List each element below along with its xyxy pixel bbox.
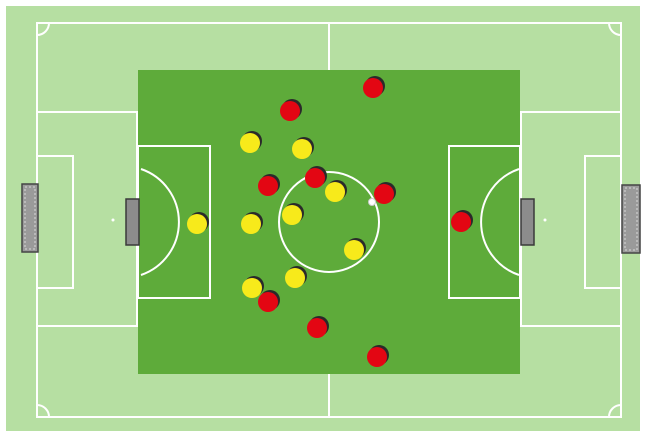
yellow-player-marker[interactable] bbox=[292, 139, 312, 159]
red-player-marker[interactable] bbox=[258, 292, 278, 312]
right-penalty-spot bbox=[544, 219, 547, 222]
yellow-player-marker[interactable] bbox=[242, 278, 262, 298]
red-player-marker[interactable] bbox=[374, 184, 394, 204]
outer-left-goal bbox=[22, 184, 38, 252]
outer-right-goal bbox=[622, 185, 640, 253]
inner-right-goal bbox=[521, 199, 534, 245]
red-player-marker[interactable] bbox=[451, 212, 471, 232]
inner-left-goal bbox=[126, 199, 139, 245]
red-player-marker[interactable] bbox=[367, 347, 387, 367]
red-player-marker[interactable] bbox=[363, 78, 383, 98]
yellow-player-marker[interactable] bbox=[187, 214, 207, 234]
red-player-marker[interactable] bbox=[258, 176, 278, 196]
yellow-player-marker[interactable] bbox=[344, 240, 364, 260]
red-player-marker[interactable] bbox=[307, 318, 327, 338]
red-player-marker[interactable] bbox=[305, 168, 325, 188]
ball[interactable] bbox=[369, 199, 376, 206]
yellow-player-marker[interactable] bbox=[285, 268, 305, 288]
left-penalty-spot bbox=[112, 219, 115, 222]
yellow-player-marker[interactable] bbox=[325, 182, 345, 202]
yellow-player-marker[interactable] bbox=[241, 214, 261, 234]
yellow-player-marker[interactable] bbox=[282, 205, 302, 225]
yellow-player-marker[interactable] bbox=[240, 133, 260, 153]
red-player-marker[interactable] bbox=[280, 101, 300, 121]
